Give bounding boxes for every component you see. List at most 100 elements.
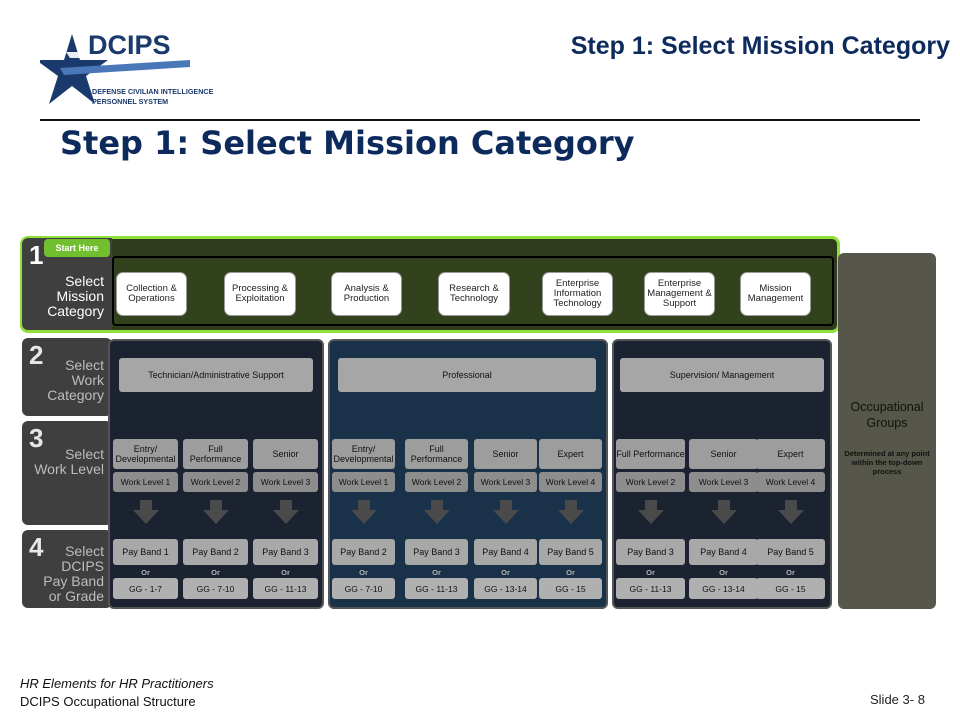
work-level-button[interactable]: Senior bbox=[474, 439, 537, 469]
occupational-groups-title: Occupational Groups bbox=[850, 400, 924, 430]
pay-band-button[interactable]: Pay Band 5 bbox=[756, 539, 825, 565]
row-label-2: 2 Select Work Category bbox=[22, 338, 112, 416]
work-level-button[interactable]: Full Performance bbox=[183, 439, 248, 469]
down-arrow-stem bbox=[499, 500, 512, 510]
mission-button[interactable]: Analysis & Production bbox=[332, 273, 401, 315]
work-level-button[interactable]: Entry/ Developmental bbox=[113, 439, 178, 469]
pay-band-button[interactable]: Pay Band 4 bbox=[474, 539, 537, 565]
row-label-3: 3 Select Work Level bbox=[22, 421, 112, 525]
footer-section-title: DCIPS Occupational Structure bbox=[20, 694, 196, 709]
down-arrow-icon bbox=[350, 510, 377, 524]
or-label: Or bbox=[719, 568, 728, 577]
down-arrow-icon bbox=[492, 510, 519, 524]
work-level-button[interactable]: Senior bbox=[253, 439, 318, 469]
grade-button[interactable]: GG - 11-13 bbox=[405, 578, 468, 599]
row-label-text: Select Work Level bbox=[34, 446, 104, 477]
slide-title: Step 1: Select Mission Category bbox=[60, 124, 635, 162]
down-arrow-icon bbox=[710, 510, 737, 524]
down-arrow-icon bbox=[777, 510, 804, 524]
grade-button[interactable]: GG - 15 bbox=[539, 578, 602, 599]
row-number: 2 bbox=[29, 340, 44, 370]
logo-line2: PERSONNEL SYSTEM bbox=[92, 97, 168, 106]
work-level-label: Work Level 2 bbox=[405, 472, 468, 492]
down-arrow-icon bbox=[272, 510, 299, 524]
down-arrow-stem bbox=[279, 500, 292, 510]
logo-name: DCIPS bbox=[88, 30, 171, 60]
or-label: Or bbox=[359, 568, 368, 577]
or-label: Or bbox=[786, 568, 795, 577]
mission-button[interactable]: Mission Management bbox=[741, 273, 810, 315]
footer-course-title: HR Elements for HR Practitioners bbox=[20, 676, 214, 691]
pay-band-button[interactable]: Pay Band 5 bbox=[539, 539, 602, 565]
logo-line1: DEFENSE CIVILIAN INTELLIGENCE bbox=[92, 87, 214, 96]
slide-number: Slide 3- 8 bbox=[870, 692, 925, 707]
grade-button[interactable]: GG - 13-14 bbox=[689, 578, 758, 599]
work-level-label: Work Level 2 bbox=[616, 472, 685, 492]
work-level-label: Work Level 4 bbox=[756, 472, 825, 492]
down-arrow-stem bbox=[209, 500, 222, 510]
mission-button[interactable]: Enterprise Information Technology bbox=[543, 273, 612, 315]
pay-band-button[interactable]: Pay Band 2 bbox=[183, 539, 248, 565]
work-level-label: Work Level 4 bbox=[539, 472, 602, 492]
pay-band-button[interactable]: Pay Band 3 bbox=[405, 539, 468, 565]
occupational-groups-panel: Occupational Groups Determined at any po… bbox=[838, 253, 936, 609]
work-level-label: Work Level 1 bbox=[113, 472, 178, 492]
work-level-label: Work Level 1 bbox=[332, 472, 395, 492]
work-level-button[interactable]: Full Performance bbox=[405, 439, 468, 469]
work-level-label: Work Level 3 bbox=[689, 472, 758, 492]
grade-button[interactable]: GG - 7-10 bbox=[183, 578, 248, 599]
down-arrow-stem bbox=[564, 500, 577, 510]
row-number: 3 bbox=[29, 423, 44, 453]
pay-band-button[interactable]: Pay Band 2 bbox=[332, 539, 395, 565]
down-arrow-stem bbox=[784, 500, 797, 510]
row-label-text: Select Mission Category bbox=[47, 273, 104, 319]
work-level-button[interactable]: Full Performance bbox=[616, 439, 685, 469]
or-label: Or bbox=[141, 568, 150, 577]
title-divider bbox=[40, 119, 920, 121]
grade-button[interactable]: GG - 11-13 bbox=[616, 578, 685, 599]
row-number: 4 bbox=[29, 532, 44, 562]
header-title: Step 1: Select Mission Category bbox=[570, 32, 950, 60]
grade-button[interactable]: GG - 11-13 bbox=[253, 578, 318, 599]
work-category-button[interactable]: Supervision/ Management bbox=[620, 358, 824, 392]
down-arrow-icon bbox=[637, 510, 664, 524]
mission-button[interactable]: Processing & Exploitation bbox=[225, 273, 295, 315]
work-level-button[interactable]: Expert bbox=[756, 439, 825, 469]
grade-button[interactable]: GG - 1-7 bbox=[113, 578, 178, 599]
mission-button[interactable]: Collection & Operations bbox=[117, 273, 186, 315]
down-arrow-stem bbox=[644, 500, 657, 510]
work-level-button[interactable]: Expert bbox=[539, 439, 602, 469]
work-category-button[interactable]: Professional bbox=[338, 358, 596, 392]
row-number: 1 bbox=[29, 240, 44, 270]
pay-band-button[interactable]: Pay Band 4 bbox=[689, 539, 758, 565]
or-label: Or bbox=[211, 568, 220, 577]
or-label: Or bbox=[432, 568, 441, 577]
work-level-label: Work Level 2 bbox=[183, 472, 248, 492]
down-arrow-stem bbox=[430, 500, 443, 510]
occupational-groups-note: Determined at any point within the top-d… bbox=[844, 449, 930, 476]
down-arrow-icon bbox=[423, 510, 450, 524]
work-level-button[interactable]: Senior bbox=[689, 439, 758, 469]
or-label: Or bbox=[501, 568, 510, 577]
down-arrow-stem bbox=[357, 500, 370, 510]
work-category-button[interactable]: Technician/Administrative Support bbox=[119, 358, 313, 392]
work-level-label: Work Level 3 bbox=[253, 472, 318, 492]
or-label: Or bbox=[566, 568, 575, 577]
grade-button[interactable]: GG - 7-10 bbox=[332, 578, 395, 599]
mission-button[interactable]: Research & Technology bbox=[439, 273, 509, 315]
down-arrow-stem bbox=[717, 500, 730, 510]
pay-band-button[interactable]: Pay Band 3 bbox=[253, 539, 318, 565]
grade-button[interactable]: GG - 15 bbox=[756, 578, 825, 599]
work-level-label: Work Level 3 bbox=[474, 472, 537, 492]
or-label: Or bbox=[646, 568, 655, 577]
dcips-logo: DCIPS DEFENSE CIVILIAN INTELLIGENCE PERS… bbox=[40, 30, 214, 106]
grade-button[interactable]: GG - 13-14 bbox=[474, 578, 537, 599]
down-arrow-stem bbox=[139, 500, 152, 510]
pay-band-button[interactable]: Pay Band 3 bbox=[616, 539, 685, 565]
pay-band-button[interactable]: Pay Band 1 bbox=[113, 539, 178, 565]
row-label-text: Select DCIPS Pay Band or Grade bbox=[43, 543, 104, 604]
down-arrow-icon bbox=[557, 510, 584, 524]
mission-button[interactable]: Enterprise Management & Support bbox=[645, 273, 714, 315]
work-level-button[interactable]: Entry/ Developmental bbox=[332, 439, 395, 469]
row-label-4: 4 Select DCIPS Pay Band or Grade bbox=[22, 530, 112, 608]
